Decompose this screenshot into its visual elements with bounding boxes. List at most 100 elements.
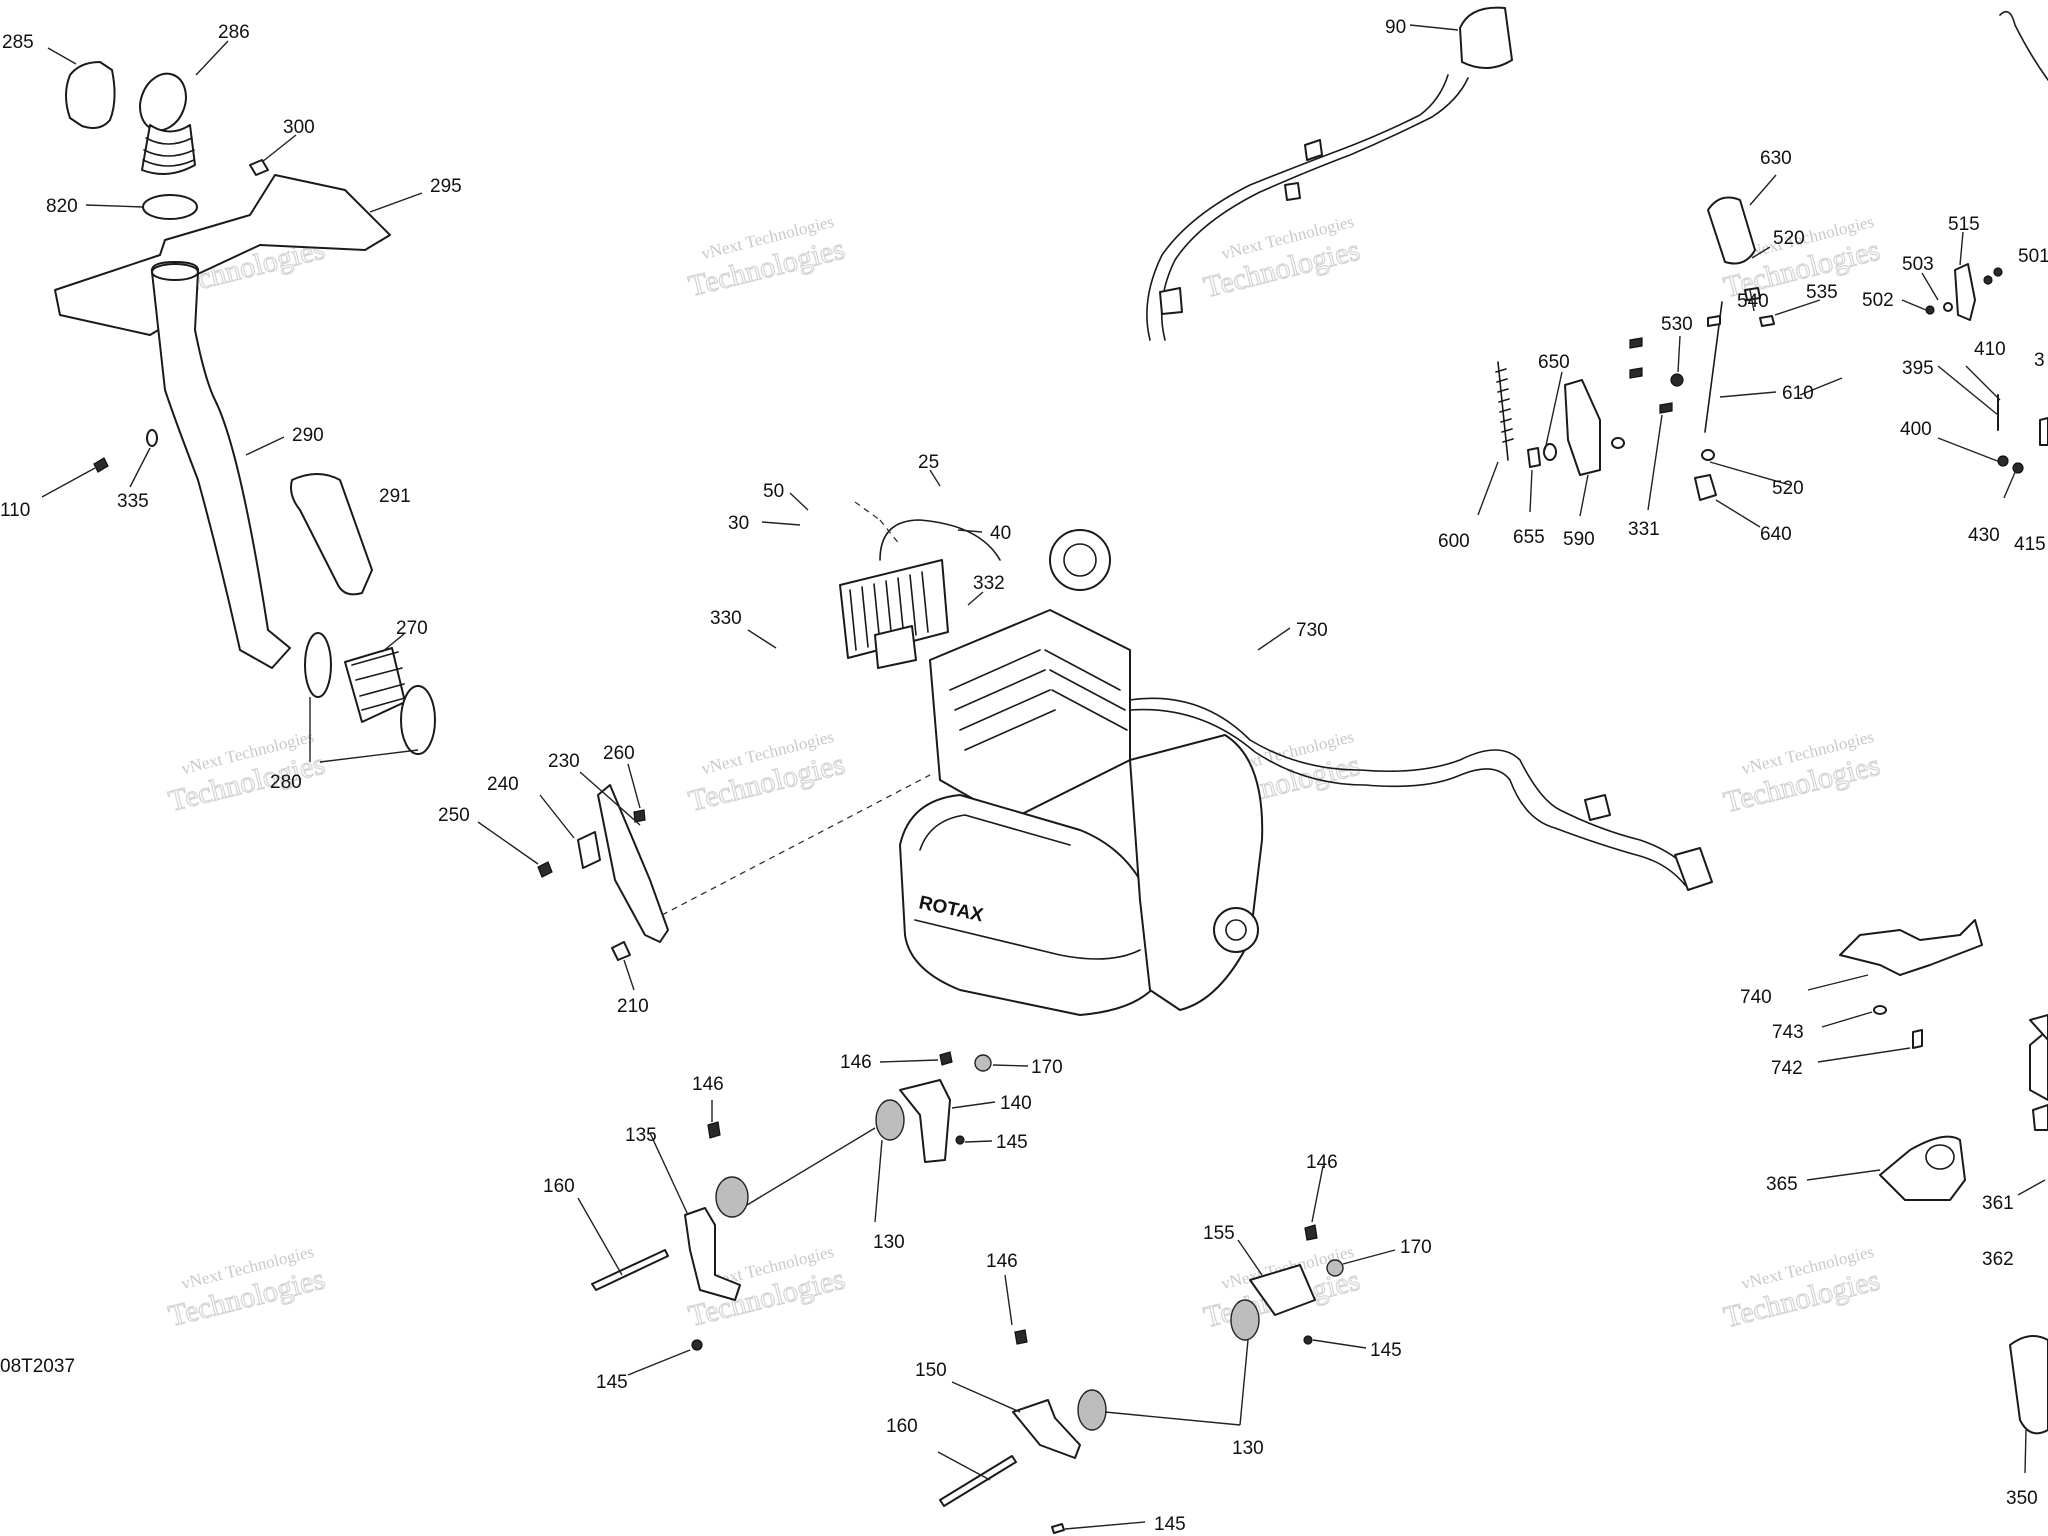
callout-130: 130 bbox=[873, 1232, 905, 1253]
callout-170: 170 bbox=[1400, 1237, 1432, 1258]
callout-260: 260 bbox=[603, 743, 635, 764]
callout-145: 145 bbox=[1370, 1340, 1402, 1361]
callout-630: 630 bbox=[1760, 148, 1792, 169]
callout-740: 740 bbox=[1740, 987, 1772, 1008]
clamp-280-left bbox=[304, 632, 332, 698]
mount-130-right bbox=[1230, 1299, 1260, 1341]
callout-145: 145 bbox=[996, 1132, 1028, 1153]
callout-820: 820 bbox=[46, 196, 78, 217]
callout-30: 30 bbox=[728, 513, 749, 534]
plate-295 bbox=[54, 174, 391, 336]
callout-270: 270 bbox=[396, 618, 428, 639]
mount-130-bottom bbox=[1077, 1389, 1107, 1431]
callout-145: 145 bbox=[1154, 1514, 1186, 1535]
mounts bbox=[537, 501, 1344, 1534]
callout-730: 730 bbox=[1296, 620, 1328, 641]
callout-395: 395 bbox=[1902, 358, 1934, 379]
callout-146: 146 bbox=[840, 1052, 872, 1073]
nut-250 bbox=[537, 861, 553, 878]
lever-590 bbox=[1564, 379, 1601, 476]
bracket-740 bbox=[1839, 919, 1983, 976]
callout-146: 146 bbox=[692, 1074, 724, 1095]
callout-330: 330 bbox=[710, 608, 742, 629]
bracket-150 bbox=[1012, 1399, 1081, 1459]
callout-285: 285 bbox=[2, 32, 34, 53]
callout-295: 295 bbox=[430, 176, 462, 197]
callout-labels: 285 286 300 295 820 290 110 335 291 270 … bbox=[0, 17, 2048, 1535]
callout-655: 655 bbox=[1513, 527, 1545, 548]
callout-501: 501 bbox=[2018, 246, 2048, 267]
engine-assembly: ROTAX bbox=[839, 519, 1713, 1016]
callout-365: 365 bbox=[1766, 1174, 1798, 1195]
callout-250: 250 bbox=[438, 805, 470, 826]
callout-350: 350 bbox=[2006, 1488, 2038, 1509]
callout-640: 640 bbox=[1760, 524, 1792, 545]
callout-650: 650 bbox=[1538, 352, 1570, 373]
bolt-160-bottom bbox=[939, 1455, 1017, 1507]
callout-146: 146 bbox=[986, 1251, 1018, 1272]
callout-410: 410 bbox=[1974, 339, 2006, 360]
harness-connector bbox=[1159, 287, 1183, 315]
callout-150: 150 bbox=[915, 1360, 947, 1381]
shifter-group bbox=[1495, 10, 2048, 1435]
callout-331: 331 bbox=[1628, 519, 1660, 540]
callout-362: 362 bbox=[1982, 1249, 2014, 1270]
callout-140: 140 bbox=[1000, 1093, 1032, 1114]
callout-503: 503 bbox=[1902, 254, 1934, 275]
callout-90: 90 bbox=[1385, 17, 1406, 38]
boot-365 bbox=[1879, 1135, 1966, 1201]
callout-110: 110 bbox=[0, 500, 30, 521]
callout-50: 50 bbox=[763, 481, 784, 502]
air-intake-group bbox=[54, 61, 436, 755]
callout-240: 240 bbox=[487, 774, 519, 795]
mount-130-top bbox=[875, 1099, 905, 1141]
drawing-code: 08T2037 bbox=[0, 1356, 75, 1377]
switch-housing bbox=[1459, 6, 1513, 69]
bracket-140 bbox=[899, 1079, 951, 1163]
bracket-230 bbox=[597, 784, 669, 943]
callout-535: 535 bbox=[1806, 282, 1838, 303]
callout-300: 300 bbox=[283, 117, 315, 138]
callout-230: 230 bbox=[548, 751, 580, 772]
callout-361: 361 bbox=[1982, 1193, 2014, 1214]
bracket-135 bbox=[684, 1207, 741, 1301]
callout-742: 742 bbox=[1771, 1058, 1803, 1079]
leader-lines bbox=[41, 24, 2046, 1530]
callout-515: 515 bbox=[1948, 214, 1980, 235]
screw-110 bbox=[93, 457, 109, 473]
harness-connector-right bbox=[1674, 847, 1713, 891]
duct-290-mouth bbox=[151, 263, 199, 281]
callout-130: 130 bbox=[1232, 1438, 1264, 1459]
callout-430: 430 bbox=[1968, 525, 2000, 546]
bracket-515 bbox=[1954, 263, 1976, 321]
spacer-240 bbox=[577, 831, 601, 869]
callout-415: 415 bbox=[2014, 534, 2046, 555]
bracket-155 bbox=[1249, 1264, 1316, 1316]
mount-130-left bbox=[715, 1176, 749, 1218]
bolt-210 bbox=[611, 941, 631, 961]
washer-335 bbox=[146, 429, 158, 447]
callout-502: 502 bbox=[1862, 290, 1894, 311]
callout-743: 743 bbox=[1772, 1022, 1804, 1043]
callout-170: 170 bbox=[1031, 1057, 1063, 1078]
cap-285 bbox=[65, 61, 116, 129]
callout-332: 332 bbox=[973, 573, 1005, 594]
clip-300 bbox=[249, 159, 269, 176]
callout-40: 40 bbox=[990, 523, 1011, 544]
callout-335: 335 bbox=[117, 491, 149, 512]
callout-210: 210 bbox=[617, 996, 649, 1017]
callout-280: 280 bbox=[270, 772, 302, 793]
nut-260 bbox=[633, 809, 646, 823]
duct-290 bbox=[150, 261, 291, 669]
callout-25: 25 bbox=[918, 452, 939, 473]
strap-350 bbox=[2009, 1335, 2048, 1435]
callout-540: 540 bbox=[1737, 291, 1769, 312]
callout-530: 530 bbox=[1661, 314, 1693, 335]
callout-286: 286 bbox=[218, 22, 250, 43]
crankcase bbox=[1129, 734, 1264, 1011]
callout-145: 145 bbox=[596, 1372, 628, 1393]
callout-135: 135 bbox=[625, 1125, 657, 1146]
callout-146: 146 bbox=[1306, 1152, 1338, 1173]
callout-290: 290 bbox=[292, 425, 324, 446]
